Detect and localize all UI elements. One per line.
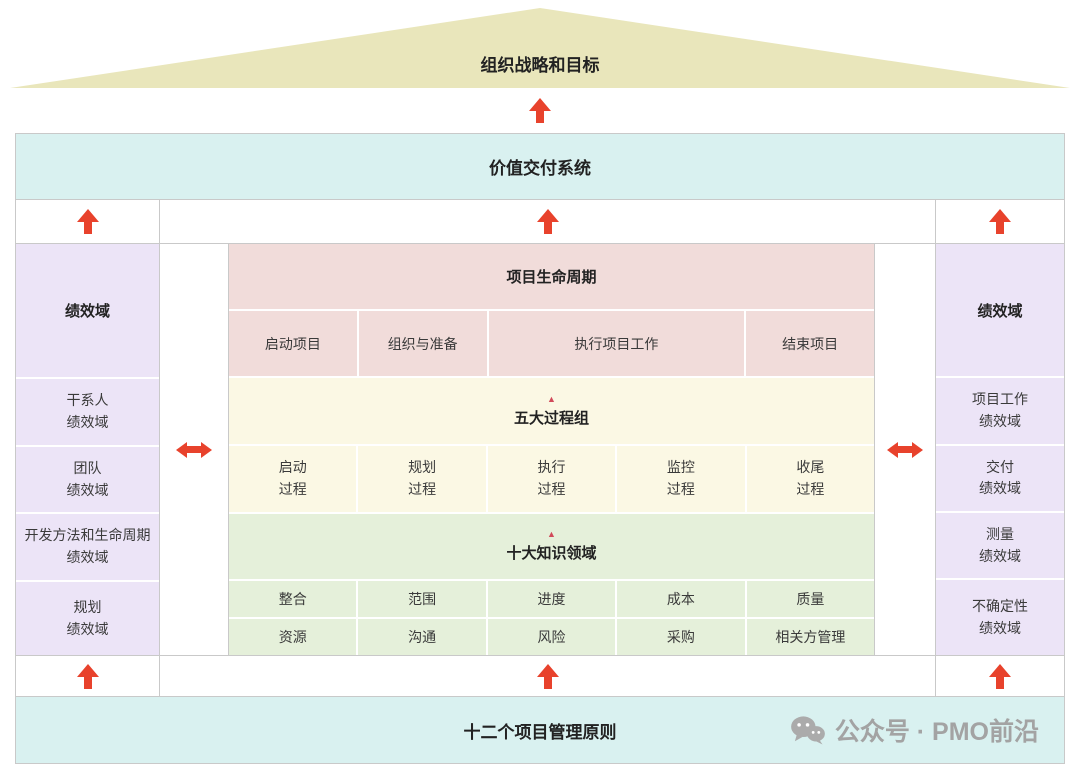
up-arrow-icon [536, 209, 559, 234]
performance-domain-item: 项目工作 绩效域 [936, 378, 1064, 445]
right-panel-header: 绩效域 [936, 244, 1064, 377]
bottom-arrow-cell-right [935, 655, 1065, 697]
process-groups-title-row: ▲ 五大过程组 [229, 378, 874, 445]
performance-domain-item: 干系人 绩效域 [16, 379, 159, 445]
wechat-icon [790, 715, 826, 745]
knowledge-area-cell: 采购 [617, 619, 745, 656]
process-group-cell: 规划 过程 [358, 446, 486, 512]
knowledge-area-cell: 相关方管理 [746, 619, 875, 656]
knowledge-areas-row-1: 整合 范围 进度 成本 质量 [229, 581, 875, 618]
top-arrow-row [15, 199, 1065, 244]
bottom-arrow-row [15, 655, 1065, 697]
process-group-cell: 监控 过程 [617, 446, 745, 512]
up-arrow-icon [76, 209, 99, 234]
process-group-cell: 收尾 过程 [746, 446, 875, 512]
bottom-arrow-cell-left [15, 655, 160, 697]
knowledge-area-cell: 范围 [358, 581, 486, 618]
up-arrow-icon [529, 98, 551, 123]
top-arrow-cell-right [935, 199, 1065, 244]
performance-domain-item: 测量 绩效域 [936, 512, 1064, 579]
knowledge-area-cell: 质量 [746, 581, 875, 618]
double-arrow-icon [887, 441, 923, 458]
lifecycle-title-row: 项目生命周期 [229, 244, 874, 309]
lifecycle-title: 项目生命周期 [506, 268, 597, 286]
right-gap-column [875, 243, 935, 656]
principles-title: 十二个项目管理原则 [463, 722, 617, 742]
performance-domain-item: 不确定性 绩效域 [936, 580, 1064, 655]
up-arrow-icon [989, 209, 1011, 234]
triangle-marker-icon: ▲ [547, 393, 556, 404]
center-block: 项目生命周期 启动项目 组织与准备 执行项目工作 结束项目 ▲ 五大过程组 启动… [228, 243, 875, 656]
performance-domain-item: 交付 绩效域 [936, 446, 1064, 511]
process-groups-title: 五大过程组 [513, 409, 589, 427]
right-performance-domain-panel: 绩效域 项目工作 绩效域 交付 绩效域 测量 绩效域 不确定性 绩效域 [935, 243, 1065, 656]
up-arrow-icon [989, 663, 1011, 689]
knowledge-areas-row-2: 资源 沟通 风险 采购 相关方管理 [229, 619, 875, 656]
process-group-cell: 启动 过程 [229, 446, 357, 512]
strategy-goals-title: 组织战略和目标 [480, 56, 600, 75]
left-gap-column [160, 243, 228, 656]
lifecycle-phase-row: 启动项目 组织与准备 执行项目工作 结束项目 [229, 310, 874, 377]
performance-domain-item: 团队 绩效域 [16, 447, 159, 512]
process-groups-row: 启动 过程 规划 过程 执行 过程 监控 过程 收尾 过程 [229, 446, 875, 512]
lifecycle-phase: 组织与准备 [358, 310, 487, 377]
knowledge-areas-title-row: ▲ 十大知识领域 [229, 513, 874, 580]
knowledge-area-cell: 成本 [617, 581, 745, 618]
lifecycle-phase: 结束项目 [746, 310, 874, 377]
top-arrow-cell-left [15, 199, 160, 244]
knowledge-area-cell: 整合 [229, 581, 357, 618]
left-panel-header: 绩效域 [16, 244, 159, 377]
up-arrow-icon [536, 663, 559, 689]
roof-arrow-zone [0, 88, 1080, 133]
knowledge-areas-title: 十大知识领域 [506, 545, 597, 563]
triangle-marker-icon: ▲ [547, 529, 556, 540]
performance-domain-item: 开发方法和生命周期 绩效域 [16, 514, 159, 580]
up-arrow-icon [76, 663, 99, 689]
lifecycle-phase: 执行项目工作 [488, 310, 745, 377]
double-arrow-icon [176, 441, 212, 458]
knowledge-area-cell: 风险 [487, 619, 616, 656]
knowledge-area-cell: 进度 [487, 581, 616, 618]
process-group-cell: 执行 过程 [487, 446, 616, 512]
top-arrow-cell-center [159, 199, 936, 244]
diagram-body: 绩效域 干系人 绩效域 团队 绩效域 开发方法和生命周期 绩效域 规划 绩效域 … [15, 243, 1065, 656]
knowledge-area-cell: 资源 [229, 619, 357, 656]
watermark: 公众号 · PMO前沿 [790, 712, 1039, 748]
bottom-arrow-cell-center [159, 655, 936, 697]
principles-banner: 十二个项目管理原则 公众号 · PMO前沿 [15, 696, 1065, 764]
performance-domain-item: 规划 绩效域 [16, 582, 159, 655]
value-delivery-title: 价值交付系统 [489, 159, 591, 178]
watermark-text: 公众号 · PMO前沿 [834, 718, 1039, 746]
value-delivery-banner: 价值交付系统 [15, 133, 1065, 200]
lifecycle-phase: 启动项目 [229, 310, 357, 377]
strategy-roof: 组织战略和目标 [10, 8, 1070, 88]
knowledge-area-cell: 沟通 [358, 619, 486, 656]
left-performance-domain-panel: 绩效域 干系人 绩效域 团队 绩效域 开发方法和生命周期 绩效域 规划 绩效域 [15, 243, 160, 656]
